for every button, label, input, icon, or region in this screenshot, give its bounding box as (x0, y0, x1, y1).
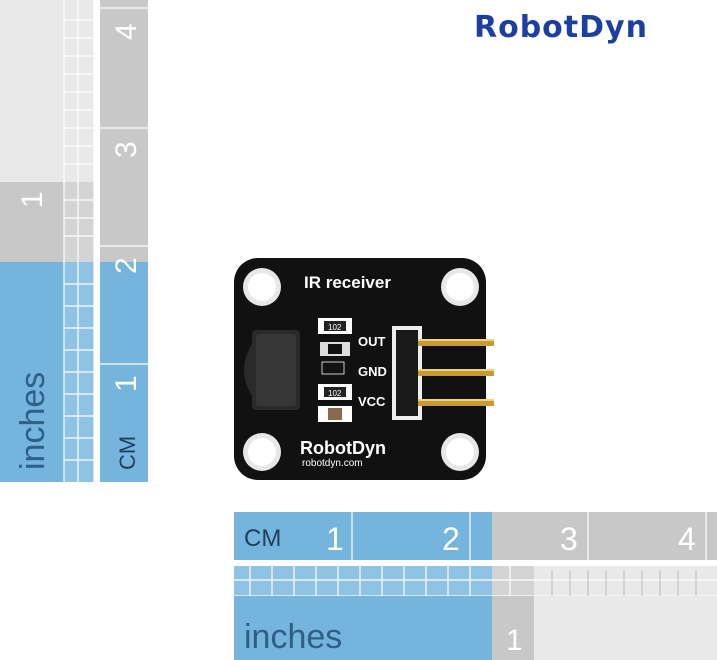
module-title: IR receiver (304, 273, 391, 292)
ruler-v-inches-label: inches (14, 372, 52, 470)
pin-label-gnd: GND (358, 364, 387, 379)
ruler-v-cm-label: CM (115, 436, 140, 470)
smd-components (318, 318, 352, 422)
pin-label-vcc: VCC (358, 394, 386, 409)
vertical-ruler: inches 1 CM 1 2 3 4 (0, 0, 148, 482)
horizontal-ruler: CM 1 2 3 4 inches 1 (234, 512, 717, 660)
ruler-v-inch-1: 1 (16, 191, 49, 208)
ruler-h-cm-label: CM (244, 525, 281, 552)
ruler-v-cm-4: 4 (110, 23, 143, 40)
pin-label-out: OUT (358, 334, 386, 349)
ruler-h-inches-label: inches (244, 618, 342, 656)
board-url: robotdyn.com (302, 458, 363, 469)
ruler-v-cm-3: 3 (110, 141, 143, 158)
mounting-holes (243, 268, 479, 471)
brand-logo: RobotDyn (474, 10, 648, 45)
ruler-h-cm-3: 3 (560, 521, 578, 557)
ruler-v-cm-1: 1 (110, 375, 143, 392)
header-pins (392, 326, 494, 420)
ir-receiver-module: IR receiver 102 102 OUT GND VCC RobotDyn… (234, 258, 494, 480)
board-logo: RobotDyn (300, 438, 386, 458)
ruler-h-cm-2: 2 (442, 521, 460, 557)
resistor-code-2: 102 (328, 389, 342, 398)
ruler-h-inch-1: 1 (506, 624, 523, 657)
ruler-h-cm-4: 4 (678, 521, 696, 557)
resistor-code-1: 102 (328, 323, 342, 332)
ir-sensor (244, 330, 300, 410)
ruler-h-cm-1: 1 (326, 521, 344, 557)
ruler-v-cm-2: 2 (110, 257, 143, 274)
